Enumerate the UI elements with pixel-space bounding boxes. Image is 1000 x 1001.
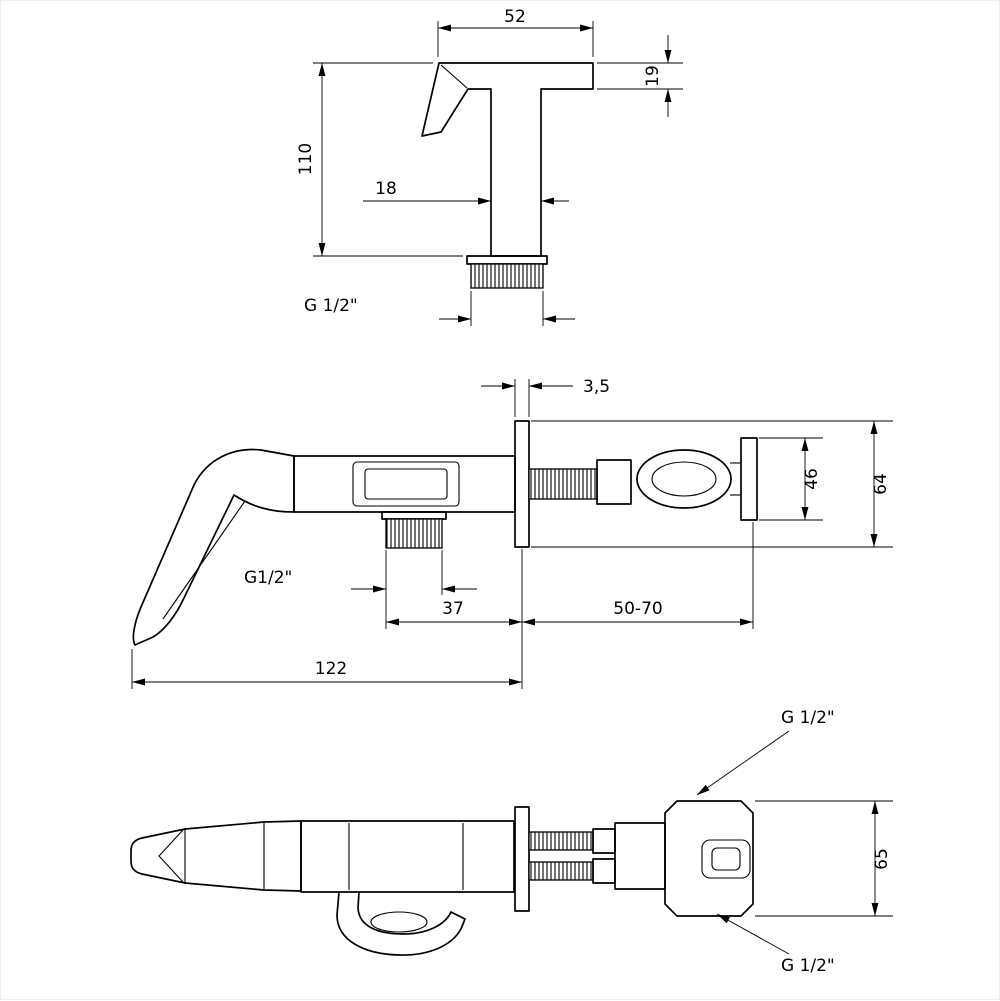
dim-connector-height: 46	[759, 437, 823, 521]
body-cover-outer	[352, 461, 460, 507]
shower-thread-label: G 1/2"	[304, 296, 358, 316]
dim-plate-height-label: 64	[871, 473, 891, 495]
wall-nipple-thread	[528, 468, 598, 500]
dim-body-depth: 65	[755, 800, 893, 917]
outlet-thread	[385, 518, 443, 549]
nozzle-edge-line	[440, 64, 468, 89]
dim-plate-height: 64	[531, 420, 893, 548]
dim-total-length-label: 122	[315, 659, 347, 679]
dim-connector-height-label: 46	[802, 468, 822, 490]
union-nut	[636, 449, 732, 509]
dim-total-height: 110	[296, 62, 463, 257]
hand-shower-front-view: 52 19 110 18 G 1/2"	[296, 7, 683, 326]
dim-outlet-thread: G1/2"	[244, 550, 477, 629]
outlet-thread-label-bottom: G 1/2"	[781, 956, 835, 976]
handle-top-view	[130, 820, 302, 892]
dim-shower-thread: G 1/2"	[304, 291, 575, 326]
shower-holder-hook	[336, 891, 466, 956]
handle-edge-line	[162, 500, 246, 620]
shower-thread	[470, 263, 544, 289]
callout-outlet-thread: G 1/2"	[716, 913, 835, 976]
elbow-port-outer	[701, 839, 751, 879]
mixer-body	[293, 455, 516, 513]
wall-plate	[514, 420, 530, 548]
nipple-flange-bottom	[592, 858, 616, 884]
nipple-flange-top	[592, 828, 616, 854]
dim-head-height-label: 19	[643, 65, 663, 87]
nipple-thread-top	[528, 831, 594, 851]
mixer-body-top	[300, 820, 515, 893]
wall-elbow-block	[664, 800, 754, 917]
elbow-port-inner	[711, 847, 741, 871]
leader-line	[696, 730, 790, 796]
dim-wall-range-label: 50-70	[613, 599, 662, 619]
dim-total-length: 122	[131, 649, 522, 689]
shower-flange	[466, 255, 548, 265]
handle-chevron-line	[158, 829, 184, 883]
union-nut-inner	[651, 461, 717, 497]
dim-plate-thickness: 3,5	[481, 377, 610, 417]
wall-connector-plate	[740, 437, 758, 521]
callout-inlet-thread: G 1/2"	[696, 708, 835, 796]
mixer-top-view: 65 G 1/2" G 1/2"	[130, 708, 893, 976]
holder-ring-opening	[370, 911, 428, 933]
dim-head-width-label: 52	[504, 7, 526, 27]
outlet-flange	[381, 511, 447, 520]
wall-plate-top	[514, 806, 530, 912]
dim-plate-thickness-label: 3,5	[583, 377, 610, 397]
eccentric-bracket	[596, 459, 632, 505]
dim-offsets: 37 50-70	[386, 522, 754, 689]
inlet-thread-label: G 1/2"	[781, 708, 835, 728]
eccentric-top-view	[614, 822, 666, 890]
hand-shower-outline	[421, 62, 594, 257]
mixer-handle	[132, 448, 295, 646]
body-cover-inner	[364, 468, 448, 500]
dim-pipe-width-label: 18	[375, 179, 397, 199]
dim-body-depth-label: 65	[872, 848, 892, 870]
dim-outlet-offset-label: 37	[442, 599, 464, 619]
dim-head-height: 19	[597, 35, 683, 117]
mixer-side-view: 3,5 46 64 G1/2"	[131, 377, 893, 689]
nipple-thread-bottom	[528, 861, 594, 881]
leader-line	[716, 913, 790, 955]
dim-total-height-label: 110	[296, 143, 316, 175]
dim-head-width: 52	[437, 7, 594, 57]
outlet-thread-label: G1/2"	[244, 568, 292, 588]
dim-pipe-width: 18	[363, 179, 569, 205]
